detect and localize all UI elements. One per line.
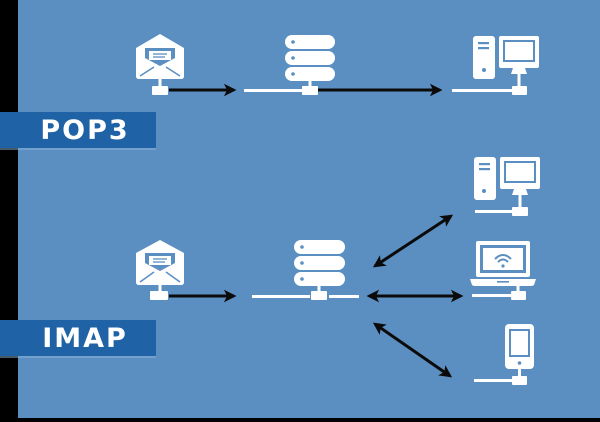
server-icon xyxy=(244,35,335,95)
envelope-icon xyxy=(136,240,184,300)
imap-label-bar: IMAP xyxy=(0,320,156,356)
pop3-label-bar: POP3 xyxy=(0,112,156,148)
desktop-computer-icon xyxy=(452,36,539,95)
pop3-section xyxy=(136,34,539,97)
smartphone-icon xyxy=(474,324,534,385)
laptop-wifi-icon xyxy=(470,241,536,300)
server-icon xyxy=(252,240,359,300)
desktop-computer-icon xyxy=(474,157,540,216)
pop3-label: POP3 xyxy=(40,114,130,146)
arrow-server-phone-bidirectional xyxy=(372,322,453,378)
imap-section xyxy=(136,157,540,385)
arrow-server-desktop-bidirectional xyxy=(372,214,454,268)
left-strip xyxy=(0,0,18,418)
imap-label: IMAP xyxy=(42,322,128,354)
envelope-icon xyxy=(136,34,184,95)
